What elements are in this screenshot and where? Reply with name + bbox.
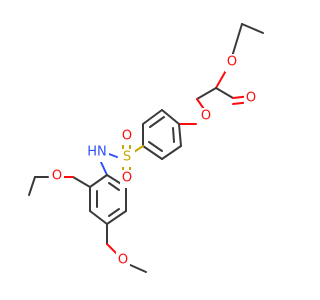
bond-lower-methoxy-ch3 — [127, 263, 147, 273]
ester-single-o-bg — [225, 54, 239, 72]
bond-ring1-inner-a — [149, 116, 165, 128]
bond-n-ring2 — [99, 159, 108, 176]
methoxy-o-lower-bg — [116, 252, 130, 270]
methoxy-o-upper-bg — [50, 168, 64, 186]
bond-ring2-d — [106, 210, 127, 225]
bond-ring1-a — [161, 109, 180, 125]
bond-ring1-f — [178, 123, 182, 147]
sulfonyl-s-label: S — [123, 150, 131, 165]
methoxy-o-upper-label: O — [52, 169, 62, 184]
bond-ring1-inner-b — [148, 141, 163, 152]
bond-upper-methoxy-down — [28, 176, 36, 196]
bond-carbonyl-carbon — [215, 87, 234, 99]
bond-ring1-d — [142, 145, 163, 160]
ester-carbonyl-o-bg — [244, 90, 258, 108]
bond-ring1-inner-c — [172, 127, 175, 143]
sulfonyl-o-top-label: O — [122, 129, 132, 144]
methoxy-o-lower-label: O — [118, 253, 128, 268]
sulfonamide-nh-label: HN — [87, 145, 107, 160]
sulfonamide-nh-bg — [85, 144, 109, 162]
bond-ring1-b — [142, 109, 163, 125]
bond-ring2-inner-c — [108, 182, 120, 191]
bond-ring2-a — [89, 174, 108, 188]
atom-label-layer: O O O O S O HN O O — [50, 54, 258, 270]
bond-ring1-e — [161, 145, 182, 160]
ether-o-bg — [199, 108, 213, 126]
ether-o-label: O — [201, 109, 211, 124]
bond-ethyl-ch3 — [241, 23, 264, 34]
bond-ring1-s — [133, 145, 144, 153]
bond-ring2-upper-methoxy-c — [72, 176, 91, 188]
sulfonyl-o-top-bg — [120, 127, 134, 145]
sulfonyl-o-bottom-label: O — [122, 171, 132, 186]
sulfonyl-o-bottom-bg — [120, 170, 134, 188]
ester-single-o-label: O — [227, 55, 237, 70]
sulfonyl-s-bg — [119, 149, 135, 167]
bond-ester-chain — [196, 87, 217, 100]
bond-ring2-inner-b — [108, 208, 120, 217]
chemical-structure: O O O O S O HN O O — [28, 23, 264, 273]
ester-carbonyl-o-label: O — [246, 91, 256, 106]
bond-ring2-c — [89, 210, 108, 225]
